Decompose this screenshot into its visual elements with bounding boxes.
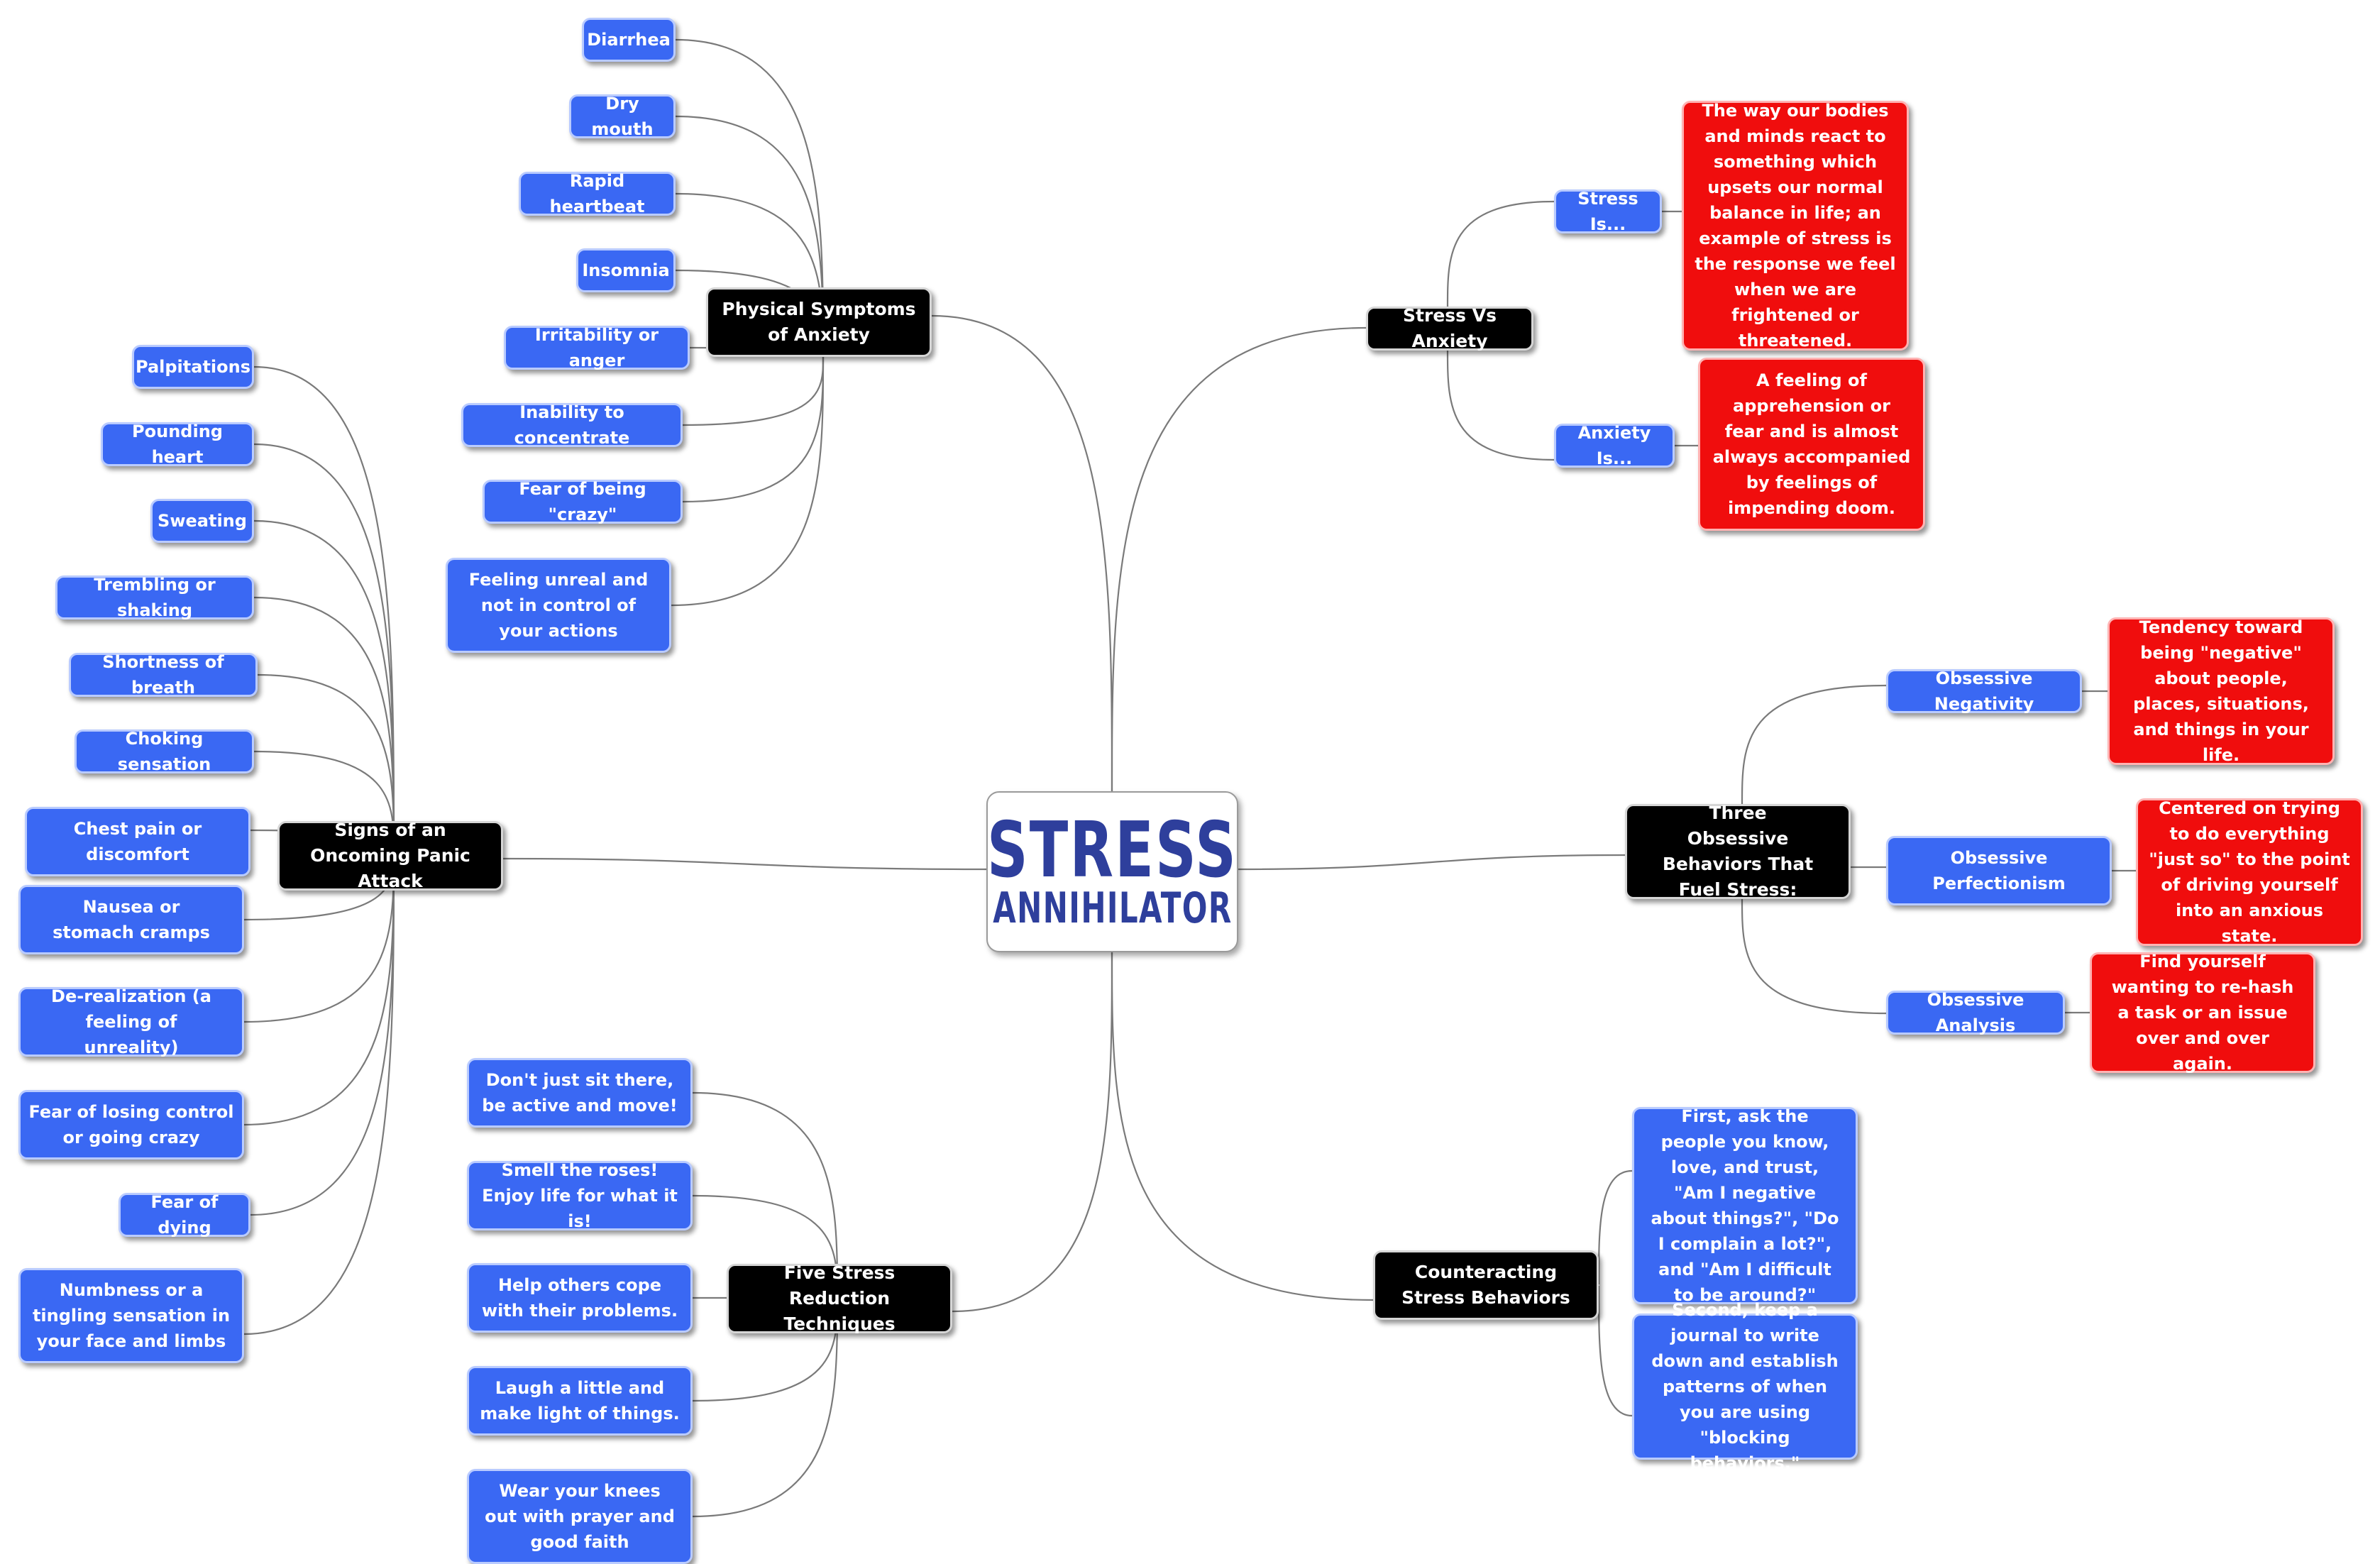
obsessive-perfectionism-node[interactable]: Obsessive Perfectionism [1886, 836, 2112, 905]
techniques-topic[interactable]: Five Stress Reduction Techniques [727, 1262, 952, 1334]
anxiety-definition-note[interactable]: A feeling of apprehension or fear and is… [1698, 358, 1925, 531]
connector-line [1741, 684, 1887, 805]
technique-node[interactable]: Don't just sit there, be active and move… [467, 1058, 693, 1128]
obsessive-analysis-node[interactable]: Obsessive Analysis [1886, 990, 2065, 1035]
connector-line [1597, 1285, 1633, 1417]
connector-line [931, 314, 1113, 792]
panic-sign-node[interactable]: Fear of dying [119, 1192, 250, 1238]
logo-word-stress: STRESS [986, 805, 1238, 895]
counteracting-step-node[interactable]: Second, keep a journal to write down and… [1632, 1300, 1858, 1473]
connector-line [682, 356, 825, 426]
symptom-node[interactable]: Diarrhea [582, 18, 676, 62]
stress-vs-anxiety-topic[interactable]: Stress Vs Anxiety [1366, 305, 1533, 351]
analysis-description-note[interactable]: Find yourself wanting to re-hash a task … [2090, 952, 2315, 1074]
panic-sign-node[interactable]: Nausea or stomach cramps [18, 885, 244, 954]
logo-word-annihilator: ANNIHILATOR [992, 883, 1233, 933]
symptom-node[interactable]: Rapid heartbeat [519, 171, 676, 216]
connector-line [692, 1297, 839, 1518]
symptom-node[interactable]: Dry mouth [569, 94, 676, 139]
connector-line [671, 356, 825, 607]
connector-line [250, 851, 395, 1216]
panic-sign-node[interactable]: Fear of losing control or going crazy [18, 1090, 244, 1160]
connector-line [1111, 952, 1374, 1301]
obsessive-behaviors-topic[interactable]: Three Obsessive Behaviors That Fuel Stre… [1625, 803, 1851, 900]
technique-node[interactable]: Smell the roses! Enjoy life for what it … [467, 1160, 693, 1231]
connector-line [257, 673, 395, 852]
connector-line [682, 356, 825, 503]
obsessive-negativity-node[interactable]: Obsessive Negativity [1886, 668, 2082, 714]
panic-sign-node[interactable]: Chest pain or discomfort [25, 807, 250, 876]
connector-line [1238, 854, 1626, 871]
perfectionism-description-note[interactable]: Centered on trying to do everything "jus… [2136, 798, 2363, 946]
stress-definition-note[interactable]: The way our bodies and minds react to so… [1682, 101, 1909, 351]
connector-line [1446, 350, 1555, 461]
symptom-node[interactable]: Irritability or anger [504, 325, 690, 370]
connector-line [243, 851, 395, 1336]
panic-sign-node[interactable]: Palpitations [132, 345, 254, 389]
connector-line [1111, 326, 1367, 792]
central-topic-logo[interactable]: STRESS ANNIHILATOR [986, 791, 1238, 952]
connector-line [502, 857, 987, 871]
counteracting-step-node[interactable]: First, ask the people you know, love, an… [1632, 1106, 1858, 1305]
connector-line [952, 952, 1113, 1313]
panic-sign-node[interactable]: Numbness or a tingling sensation in your… [18, 1268, 244, 1363]
connector-line [1741, 898, 1887, 1015]
connector-line [1597, 1169, 1633, 1285]
panic-sign-node[interactable]: Trembling or shaking [55, 575, 254, 620]
symptom-node[interactable]: Insomnia [576, 248, 676, 292]
anxiety-is-node[interactable]: Anxiety Is... [1554, 423, 1675, 468]
technique-node[interactable]: Laugh a little and make light of things. [467, 1366, 693, 1436]
stress-is-node[interactable]: Stress Is... [1554, 189, 1662, 234]
connector-line [253, 443, 395, 852]
connector-line [1446, 200, 1555, 307]
panic-sign-node[interactable]: Sweating [150, 499, 254, 543]
symptom-node[interactable]: Inability to concentrate [461, 402, 683, 448]
panic-sign-node[interactable]: Pounding heart [101, 422, 254, 467]
symptom-node[interactable]: Fear of being "crazy" [483, 479, 683, 524]
connector-line [253, 519, 395, 852]
panic-sign-node[interactable]: Shortness of breath [69, 652, 258, 698]
panic-sign-node[interactable]: De-realization (a feeling of unreality) [18, 986, 244, 1057]
negativity-description-note[interactable]: Tendency toward being "negative" about p… [2108, 617, 2335, 765]
panic-sign-node[interactable]: Choking sensation [75, 729, 254, 774]
connector-line [692, 1091, 839, 1299]
panic-attack-topic[interactable]: Signs of an Oncoming Panic Attack [277, 820, 503, 891]
counteracting-topic[interactable]: Counteracting Stress Behaviors [1373, 1250, 1599, 1320]
technique-node[interactable]: Help others cope with their problems. [467, 1263, 693, 1333]
symptom-node[interactable]: Feeling unreal and not in control of you… [446, 558, 671, 653]
physical-symptoms-topic[interactable]: Physical Symptoms of Anxiety [706, 287, 932, 357]
technique-node[interactable]: Wear your knees out with prayer and good… [467, 1469, 693, 1564]
